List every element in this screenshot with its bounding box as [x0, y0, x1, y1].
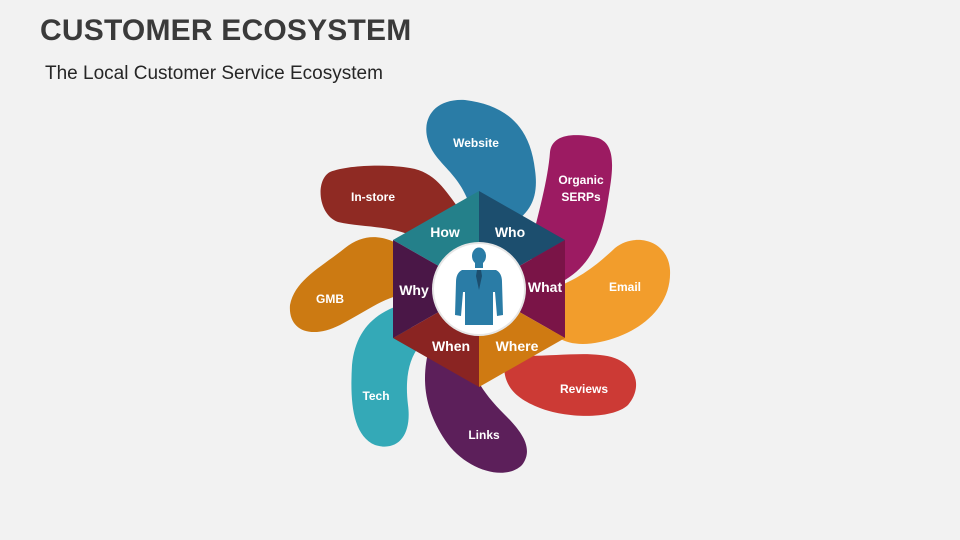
petal-label-reviews: Reviews: [560, 382, 608, 396]
petal-website: Website: [426, 99, 536, 236]
petal-instore: In-store: [320, 165, 460, 240]
hex-label-who: Who: [495, 224, 525, 240]
petal-reviews: Reviews: [504, 354, 637, 416]
petal-gmb: GMB: [289, 237, 405, 333]
petal-email: Email: [548, 239, 671, 344]
petal-label-website: Website: [453, 136, 499, 150]
page-title: CUSTOMER ECOSYSTEM: [40, 14, 412, 47]
petal-label-links: Links: [468, 428, 500, 442]
petal-label-tech: Tech: [362, 389, 389, 403]
petal-label-instore: In-store: [351, 190, 395, 204]
petal-label-organic-line1: Organic: [558, 173, 604, 187]
petal-label-gmb: GMB: [316, 292, 344, 306]
hex-label-where: Where: [496, 338, 539, 354]
hex-label-how: How: [430, 224, 460, 240]
page-subtitle: The Local Customer Service Ecosystem: [45, 63, 383, 84]
hex-label-why: Why: [399, 282, 429, 298]
hex-label-what: What: [528, 279, 563, 295]
businessman-silhouette-icon: [455, 247, 503, 325]
petal-links: Links: [425, 345, 527, 473]
petal-label-email: Email: [609, 280, 641, 294]
center-avatar: [432, 242, 526, 336]
hex-label-when: When: [432, 338, 470, 354]
petal-label-organic-line2: SERPs: [561, 190, 601, 204]
